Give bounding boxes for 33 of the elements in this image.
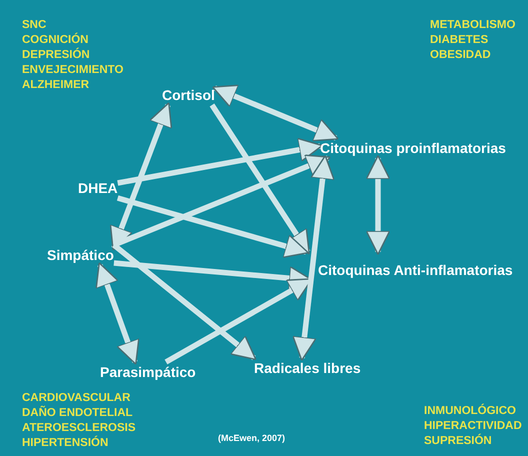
category-label: OBESIDAD	[430, 48, 491, 63]
node-label: Parasimpático	[100, 362, 196, 382]
category-label: SUPRESIÓN	[424, 434, 492, 449]
category-label: ATEROESCLEROSIS	[22, 421, 136, 436]
node-label: Cortisol	[162, 85, 215, 105]
arrow	[116, 195, 309, 258]
node-label: DHEA	[78, 178, 118, 198]
category-label: ALZHEIMER	[22, 78, 90, 93]
node-label: Citoquinas Anti-inflamatorias	[306, 252, 513, 280]
category-label: DEPRESIÓN	[22, 48, 90, 63]
citation: (McEwen, 2007)	[218, 432, 286, 445]
arrow	[110, 102, 172, 251]
arrow	[292, 155, 335, 361]
category-label: HIPERTENSIÓN	[22, 436, 108, 451]
category-label: COGNICIÓN	[22, 33, 88, 48]
node-label: Citoquinas proinflamatorias	[320, 138, 506, 158]
node-label: Radicales libres	[254, 358, 361, 378]
arrow	[112, 242, 256, 360]
category-label: ENVEJECIMIENTO	[22, 63, 124, 78]
node-label: Simpático	[47, 245, 114, 265]
category-label: HIPERACTIVIDAD	[424, 419, 522, 434]
category-label: DAÑO ENDOTELIAL	[22, 406, 133, 421]
arrow	[212, 84, 339, 142]
category-label: METABOLISMO	[430, 18, 516, 33]
arrow	[210, 104, 310, 255]
arrow	[117, 138, 323, 186]
arrow	[96, 262, 140, 365]
arrow	[366, 155, 390, 255]
category-label: INMUNOLÓGICO	[424, 404, 516, 419]
category-label: SNC	[22, 18, 46, 32]
arrow	[112, 154, 331, 248]
category-label: CARDIOVASCULAR	[22, 391, 130, 406]
category-label: DIABETES	[430, 33, 488, 48]
